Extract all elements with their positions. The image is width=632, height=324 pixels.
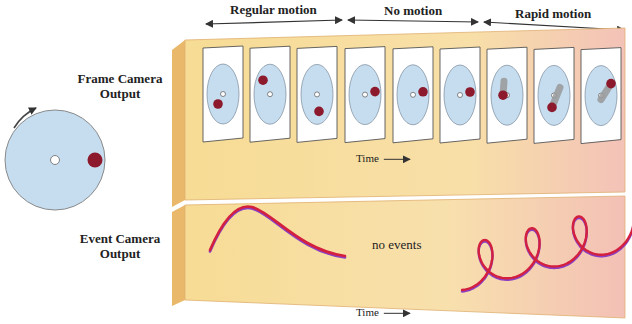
time-arrows — [384, 159, 410, 313]
time-axis-label: Time — [356, 306, 379, 319]
phase-label: Rapid motion — [515, 7, 591, 22]
frame-sequence — [203, 46, 621, 144]
time-arrow — [384, 159, 410, 160]
video-frame — [534, 47, 574, 143]
rotating-disc — [5, 108, 105, 210]
phase-brackets — [206, 20, 624, 30]
video-frame — [440, 47, 480, 143]
event-panel — [172, 196, 625, 318]
phase-label: Regular motion — [230, 3, 317, 18]
row-label: Event Camera Output — [68, 232, 172, 262]
video-frame — [345, 47, 385, 143]
phase-label: No motion — [384, 4, 442, 19]
row-label: Frame Camera Output — [68, 72, 172, 102]
video-frame — [581, 48, 621, 144]
event-trace-rapid — [462, 217, 632, 292]
time-axis-label: Time — [356, 152, 379, 165]
time-arrow — [384, 313, 410, 314]
video-frame — [250, 46, 290, 142]
frame-panel — [172, 28, 625, 207]
video-frame — [487, 47, 527, 143]
annotation: no events — [372, 238, 421, 253]
event-trace-regular — [210, 206, 345, 257]
video-frame — [203, 46, 243, 142]
video-frame — [297, 46, 337, 142]
video-frame — [393, 47, 433, 143]
